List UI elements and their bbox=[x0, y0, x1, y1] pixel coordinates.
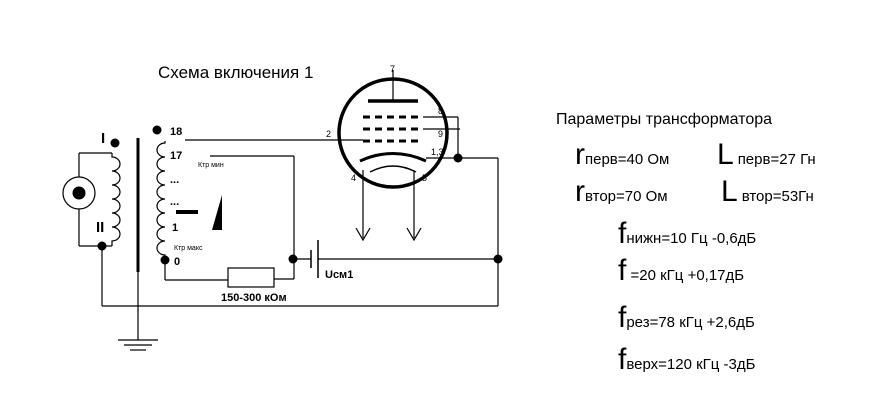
signal-source bbox=[62, 152, 112, 247]
params-title: Параметры трансформатора bbox=[556, 111, 772, 128]
pin-label-cathode: 1,3 bbox=[431, 147, 444, 157]
pin-label-2: 2 bbox=[326, 129, 331, 139]
bias-battery bbox=[310, 240, 319, 278]
pin-label-5: 5 bbox=[422, 173, 427, 183]
pin-label-9: 9 bbox=[438, 129, 443, 139]
pin-label-8: 8 bbox=[438, 106, 443, 116]
heater bbox=[369, 165, 417, 173]
secondary-winding: II bbox=[96, 125, 170, 265]
cathode bbox=[359, 152, 427, 163]
param-row-f-high: fверх=120 кГц -3дБ bbox=[618, 343, 756, 376]
param-row-f-res: fрез=78 кГц +2,6дБ bbox=[618, 301, 755, 334]
tap-selector-switch bbox=[176, 155, 295, 259]
tap-label-1: 1 bbox=[172, 222, 178, 234]
tap-label-18: 18 bbox=[170, 126, 182, 138]
pin-label-7: 7 bbox=[390, 64, 395, 74]
param-row-f-low: fнижн=10 Гц -0,6дБ bbox=[618, 217, 756, 250]
tap-label-0: 0 bbox=[174, 256, 180, 268]
heater-leads bbox=[355, 170, 422, 242]
tap-label-dots-1: ... bbox=[170, 174, 179, 186]
primary-label: I bbox=[101, 130, 105, 147]
tap-label-dots-2: ... bbox=[170, 196, 179, 208]
schematic-title: Схема включения 1 bbox=[158, 63, 313, 82]
primary-winding: I bbox=[101, 130, 121, 246]
ktr-min-label: Ктр мин bbox=[198, 162, 224, 169]
resistor-label: 150-300 кОм bbox=[221, 292, 287, 304]
param-row-f-mid: f =20 кГц +0,17дБ bbox=[618, 254, 744, 287]
param-row-r-primary: rперв=40 Ом bbox=[575, 138, 669, 171]
tap-label-17: 17 bbox=[170, 150, 182, 162]
ground-symbol bbox=[118, 339, 158, 351]
bias-label: Uсм1 bbox=[325, 269, 353, 281]
vacuum-tube bbox=[337, 70, 449, 189]
grid-resistor bbox=[227, 267, 275, 288]
secondary-label: II bbox=[96, 219, 104, 236]
param-row-r-secondary: rвтор=70 Ом bbox=[575, 175, 668, 208]
secondary-start-dot bbox=[152, 125, 162, 135]
pin-label-4: 4 bbox=[351, 173, 356, 183]
ktr-max-label: Ктр макс bbox=[174, 245, 203, 252]
right-node-dot bbox=[493, 254, 503, 264]
cathode-node-dot bbox=[453, 153, 463, 163]
primary-start-dot bbox=[110, 138, 120, 148]
